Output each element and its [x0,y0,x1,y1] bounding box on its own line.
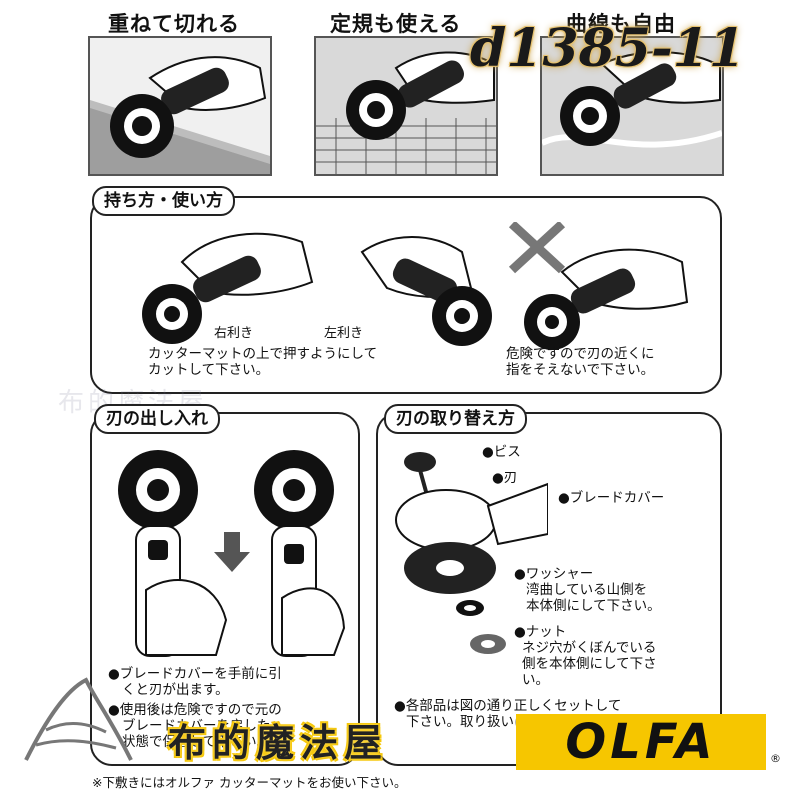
nut-title-text: ナット [525,624,567,640]
label-blade: ●刃 [492,470,518,486]
holding-warning-1: 危険ですので刃の近くに [506,346,655,362]
panel-overlap-cut [88,36,272,176]
nut-desc-3: い。 [522,672,549,688]
blade-out-line-2: くと刃が出ます。 [122,682,229,698]
blade-out-line-5: 状態で保管して下さい。 [122,734,271,750]
blade-change-illustration [395,452,548,654]
holding-box: 右利き 左利き カッターマットの上で押すようにして カットして下さい。 危険です… [90,196,722,394]
blade-change-bottom-1: ●各部品は図の通り正しくセットして [394,698,622,714]
blade-change-box: ●ビス ●刃 ●ブレードカバー ●ワッシャー 湾曲している山側を 本体側にして下… [376,412,722,766]
holding-illustration [142,222,689,350]
blade-out-line-3: ●使用後は危険ですので元の [108,702,282,718]
nut-desc-2: 側を本体側にして下さ [522,656,657,672]
nut-desc-1: ネジ穴がくぼんでいる [522,640,657,656]
label-blade-text: 刃 [503,470,518,486]
cutter-ruler-illustration [316,51,496,174]
cutter-overlap-illustration [90,38,270,174]
product-code: d1385-11 [470,18,746,79]
label-cover-text: ブレードカバー [569,490,665,506]
panel-free-curve [540,36,724,176]
blade-out-line-4: ブレードカバーを戻した [122,718,271,734]
holding-warning-2: 指をそえないで下さい。 [506,362,655,378]
washer-title-text: ワッシャー [525,566,594,582]
olfa-logo-text: OLFA [565,714,717,770]
blade-out-box: ●ブレードカバーを手前に引 くと刃が出ます。 ●使用後は危険ですので元の ブレー… [90,412,360,766]
blade-out-illustration [118,450,346,657]
header-overlap-cut: 重ねて切れる [108,12,240,36]
label-screw-text: ビス [493,444,521,460]
left-hand-label: 左利き [324,326,364,341]
label-cover: ●ブレードカバー [558,490,665,506]
shop-mountain-logo-icon [24,677,133,761]
cutter-curve-illustration [542,51,722,148]
blade-out-title: 刃の出し入れ [94,404,220,434]
washer-desc-2: 本体側にして下さい。 [526,598,661,614]
footer-note: ※下敷きにはオルファ カッターマットをお使い下さい。 [92,775,407,790]
nut-title: ●ナット [514,624,567,640]
header-free-curve: 曲線も自由 [566,12,676,36]
right-hand-label: 右利き [214,326,254,341]
registered-mark: ® [770,752,781,765]
holding-instruction-2: カットして下さい。 [148,362,270,378]
blade-out-line-1: ●ブレードカバーを手前に引 [108,666,282,682]
washer-desc-1: 湾曲している山側を [526,582,648,598]
olfa-logo: OLFA [516,714,766,770]
washer-title: ●ワッシャー [514,566,594,582]
header-ruler-use: 定規も使える [330,12,462,36]
holding-title: 持ち方・使い方 [92,186,235,216]
blade-change-title: 刃の取り替え方 [384,404,527,434]
holding-instruction-1: カッターマットの上で押すようにして [148,346,378,362]
label-screw: ●ビス [482,444,521,460]
shop-name: 布的魔法屋 [168,721,389,765]
panel-ruler-use [314,36,498,176]
